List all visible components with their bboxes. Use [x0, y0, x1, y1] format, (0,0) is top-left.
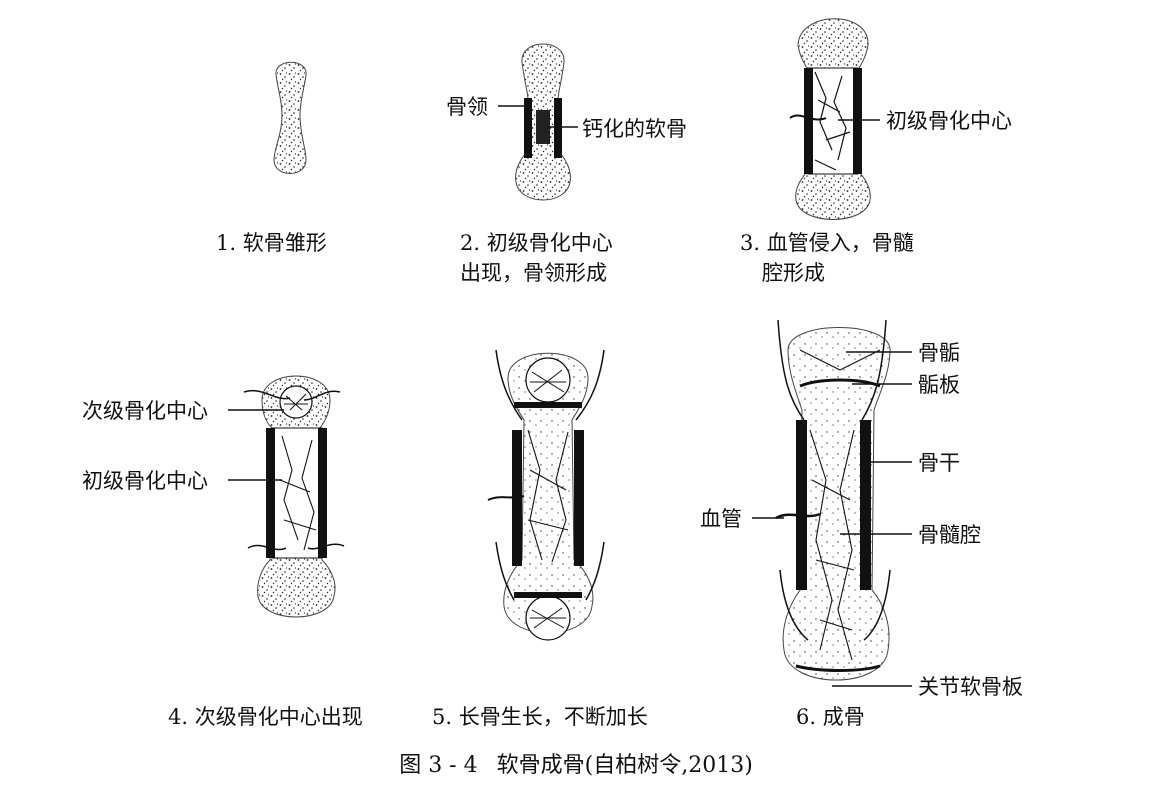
label-primary-center-4: 初级骨化中心: [82, 469, 208, 493]
stage-3-vessel-invasion: [789, 18, 880, 220]
stage-1-cartilage-model: [273, 61, 307, 174]
stage-4-secondary-center: [228, 375, 345, 618]
figure-title: 软骨成骨(自柏树令,2013): [496, 753, 753, 778]
stage-5-bone-growth: [487, 349, 605, 641]
label-marrow-cavity: 骨髓腔: [918, 523, 981, 547]
caption-stage-2: 2. 初级骨化中心 出现，骨领形成: [460, 231, 613, 285]
label-articular-cartilage: 关节软骨板: [918, 675, 1023, 699]
figure-caption: 图 3 - 4 软骨成骨(自柏树令,2013): [0, 752, 1152, 780]
caption-stage-4: 4. 次级骨化中心出现: [168, 705, 363, 729]
caption-stage-1: 1. 软骨雏形: [216, 231, 327, 255]
figure-number: 图 3 - 4: [399, 753, 478, 778]
label-secondary-center: 次级骨化中心: [82, 399, 208, 423]
label-primary-center-3: 初级骨化中心: [886, 109, 1012, 133]
label-blood-vessel: 血管: [700, 507, 742, 531]
stage-6-mature-bone: [752, 319, 912, 687]
label-calcified-cartilage: 钙化的软骨: [582, 117, 687, 141]
label-epiphyseal-plate: 骺板: [918, 373, 960, 397]
stage-2-bone-collar: [498, 43, 578, 201]
caption-stage-3: 3. 血管侵入，骨髓 腔形成: [740, 231, 914, 285]
caption-stage-5: 5. 长骨生长，不断加长: [432, 705, 648, 729]
caption-stage-6: 6. 成骨: [796, 705, 865, 729]
label-diaphysis: 骨干: [918, 451, 960, 475]
label-epiphysis: 骨骺: [918, 341, 960, 365]
label-bone-collar: 骨领: [446, 95, 488, 119]
